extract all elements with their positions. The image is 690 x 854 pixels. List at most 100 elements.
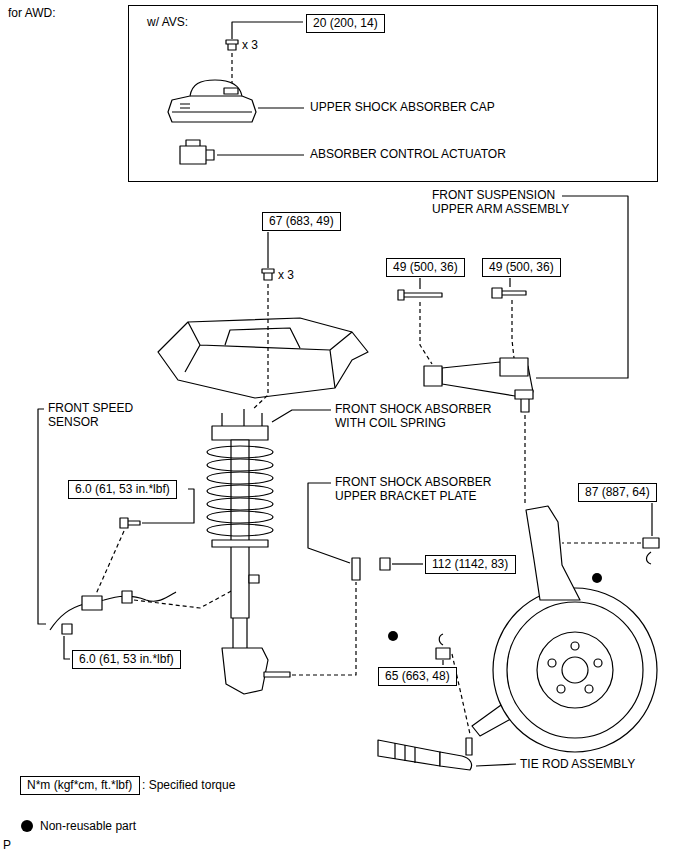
part-name: FRONT SHOCK ABSORBER WITH COIL SPRING — [335, 402, 505, 430]
coil-spring — [207, 524, 273, 536]
leader-line — [419, 278, 420, 289]
lug-stud — [585, 685, 593, 693]
tie-rod — [378, 740, 440, 766]
sensor-bracket — [249, 575, 259, 583]
dashed-line — [292, 582, 356, 675]
control-actuator — [180, 140, 214, 164]
legend-text: Non-reusable part — [40, 819, 136, 833]
variant-heading: w/ AVS: — [147, 15, 657, 30]
leader-line — [267, 232, 268, 268]
bracket-stud — [264, 672, 290, 677]
bolt-symbol — [398, 290, 442, 300]
part-name: TIE ROD ASSEMBLY — [520, 757, 635, 771]
part-name: FRONT SPEED SENSOR — [48, 401, 148, 429]
torque-value: 112 (1142, 83) — [432, 557, 509, 572]
torque-value: 6.0 (61, 53 in.*lbf) — [75, 482, 170, 497]
part-name: FRONT SHOCK ABSORBER UPPER BRACKET PLATE — [335, 475, 505, 503]
nut-symbol — [436, 648, 450, 659]
upper-mount — [212, 426, 268, 440]
coil-spring — [207, 485, 273, 497]
quantity: x 3 — [278, 268, 294, 282]
leader-line — [509, 278, 510, 287]
legend-symbol — [20, 819, 34, 833]
legend-note: : Specified torque — [142, 778, 235, 792]
leader-line — [651, 503, 652, 536]
legend-torque-box: N*m (kgf*cm, ft.*lbf) — [20, 776, 140, 795]
bolt-symbol — [492, 288, 526, 298]
coil-spring — [207, 511, 273, 523]
torque-box: 87 (887, 64) — [578, 483, 657, 502]
variant-note: for AWD: — [8, 6, 56, 20]
spring-seat — [212, 540, 268, 547]
leader-line — [442, 660, 443, 665]
dashed-line — [96, 531, 124, 594]
torque-value: 67 (683, 49) — [269, 214, 334, 229]
torque-box: 65 (663, 48) — [378, 667, 457, 686]
nut-symbol — [226, 40, 238, 50]
part-name: FRONT SUSPENSION UPPER ARM ASSEMBLY — [432, 188, 582, 216]
bolt-symbol — [120, 518, 140, 528]
torque-box: 49 (500, 36) — [482, 258, 561, 277]
torque-value: 65 (663, 48) — [385, 669, 450, 684]
dashed-line — [562, 542, 641, 543]
leader-line — [217, 154, 304, 155]
torque-value: 49 (500, 36) — [393, 260, 458, 275]
lug-stud — [594, 659, 602, 667]
tie-rod-boot — [395, 743, 415, 763]
torque-box: 67 (683, 49) — [262, 212, 341, 231]
part-name: UPPER SHOCK ABSORBER CAP — [310, 100, 495, 114]
nut-symbol — [380, 558, 390, 570]
leader-line — [258, 107, 304, 108]
non-reusable-dot — [21, 820, 33, 832]
nut-symbol — [262, 269, 274, 280]
lug-stud — [571, 642, 579, 650]
legend-entry: Non-reusable part — [20, 819, 136, 833]
arm-bushing — [424, 358, 528, 386]
nut-symbol — [643, 538, 659, 548]
shock-absorber-cap — [168, 80, 256, 122]
cap-detail — [172, 88, 252, 112]
dashed-line — [252, 284, 268, 410]
torque-value: 49 (500, 36) — [489, 260, 554, 275]
apron-panel — [158, 318, 368, 398]
leader-line — [536, 196, 628, 378]
coil-spring — [207, 459, 273, 471]
torque-box: 112 (1142, 83) — [425, 555, 516, 574]
ball-joint — [515, 390, 533, 412]
dashed-line — [524, 415, 525, 504]
lower-bracket — [222, 648, 268, 694]
hub — [537, 632, 613, 708]
coil-spring — [207, 446, 273, 458]
knuckle — [526, 506, 580, 600]
quantity: x 3 — [242, 38, 258, 52]
figure-code: P — [3, 838, 11, 852]
dashed-line — [512, 300, 514, 358]
dashed-line — [231, 53, 232, 84]
leader-line — [392, 563, 423, 564]
dashed-line — [420, 302, 432, 364]
non-reusable-dot — [388, 631, 398, 641]
lug-stud — [557, 685, 565, 693]
leader-line — [64, 636, 70, 659]
leader-line — [232, 22, 303, 39]
brake-disc — [493, 588, 657, 752]
bracket-plate — [352, 558, 360, 580]
torque-box: 6.0 (61, 53 in.*lbf) — [72, 650, 181, 669]
torque-value: 20 (200, 14) — [313, 16, 378, 31]
hub-cap — [562, 657, 588, 683]
leader-line — [38, 409, 46, 624]
coil-spring — [207, 498, 273, 510]
torque-value: 6.0 (61, 53 in.*lbf) — [79, 652, 174, 667]
torque-value: N*m (kgf*cm, ft.*lbf) — [27, 778, 133, 793]
leader-line — [272, 410, 331, 422]
sensor-body — [62, 591, 132, 634]
leader-line — [476, 764, 516, 766]
torque-box: 49 (500, 36) — [386, 258, 465, 277]
torque-box: 6.0 (61, 53 in.*lbf) — [68, 480, 177, 499]
coil-spring — [207, 472, 273, 484]
mount-studs — [222, 409, 262, 428]
non-reusable-dot — [592, 573, 602, 583]
disc-face — [507, 602, 643, 738]
torque-value: 87 (887, 64) — [585, 485, 650, 500]
